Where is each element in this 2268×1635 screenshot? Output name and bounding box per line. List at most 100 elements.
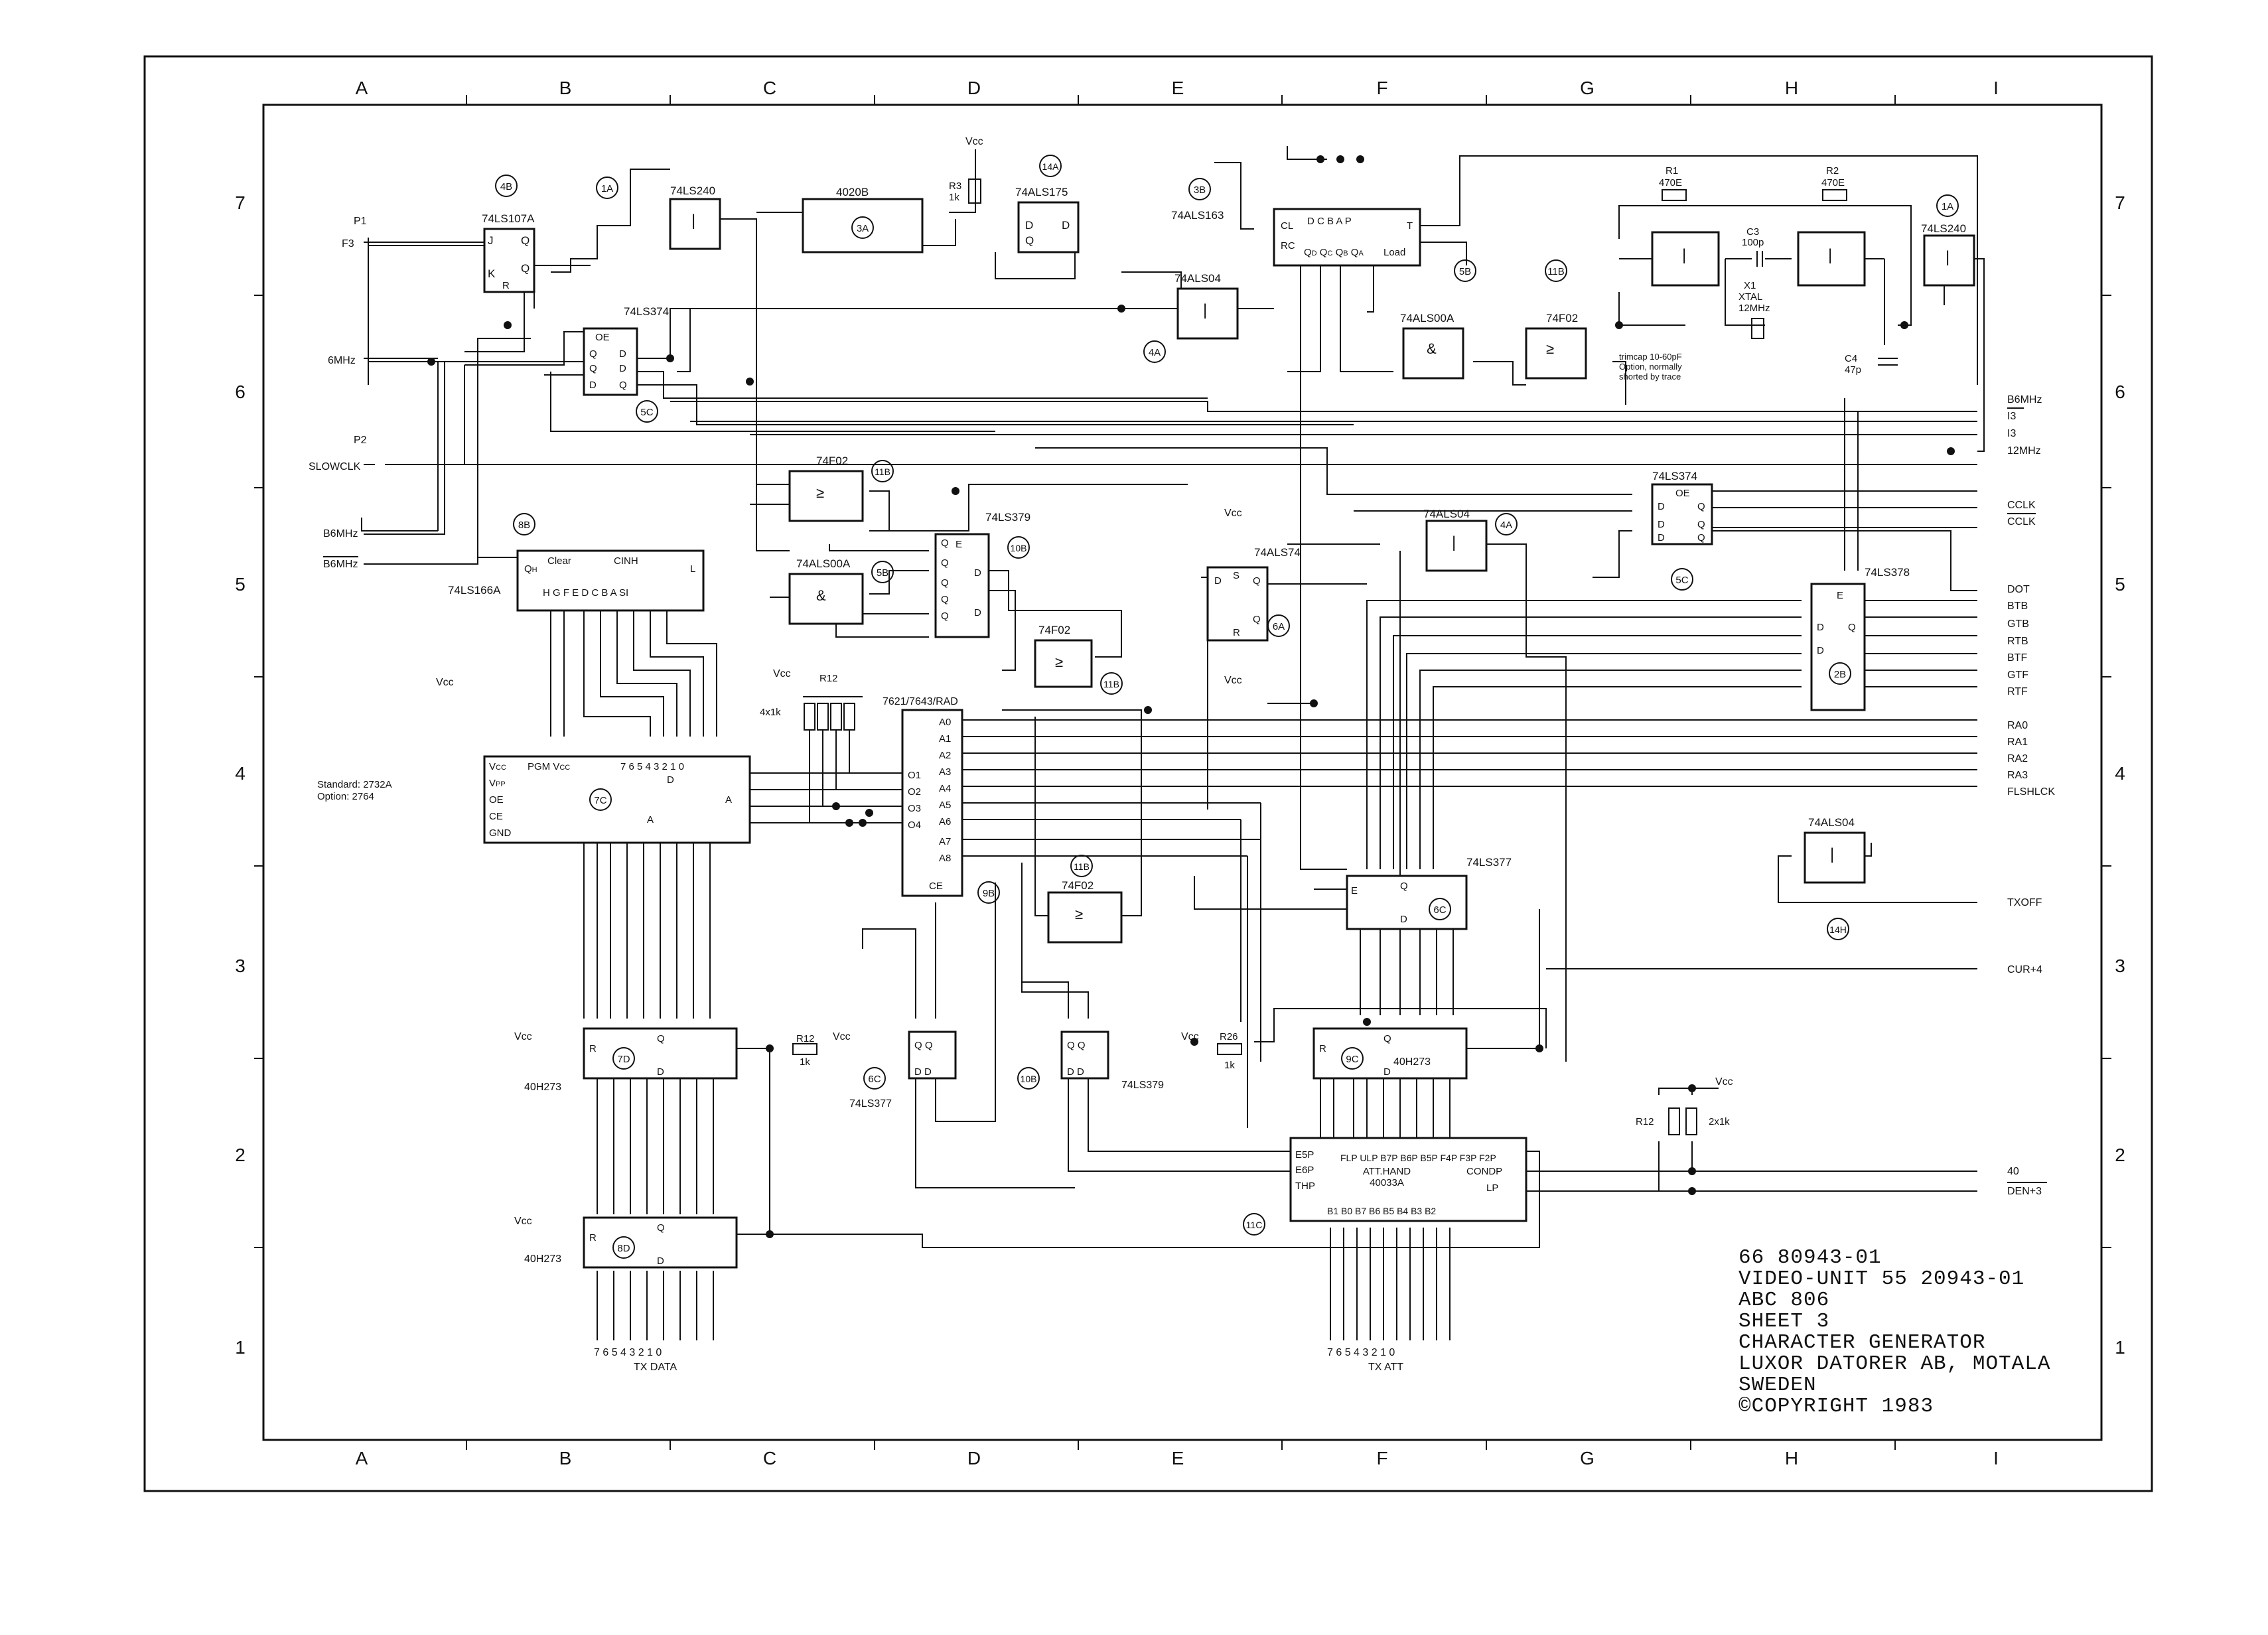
chip-5b-mid-type: 74ALS00A — [796, 557, 851, 570]
chip-7d-type: 40H273 — [524, 1082, 561, 1093]
col-label-f-top: F — [1376, 78, 1387, 98]
svg-text:D: D — [619, 363, 626, 374]
chip-5b-nand-mid: 74ALS00A & 5B — [788, 557, 894, 625]
chip-5b-top-id: 5B — [1459, 266, 1471, 277]
chip-11c-attribute-handler: E5P E6P THP ATT.HAND 40033A CONDP LP FLP… — [1243, 1137, 1527, 1236]
svg-text:Q: Q — [1253, 575, 1261, 587]
svg-text:|: | — [1828, 246, 1832, 264]
chip-5c-register-top: 74LS374 OE Q Q D D D Q 5C — [583, 305, 669, 423]
svg-text:D: D — [1383, 1066, 1391, 1078]
chip-8b-type: 74LS166A — [448, 584, 501, 597]
chip-5b-nand-top: 74ALS00A & — [1400, 312, 1464, 380]
chip-9b-prom: 7621/7643/RAD A0 A1 A2 A3 A4 A5 A6 A7 A8… — [883, 696, 1000, 904]
signal-rtf: RTF — [2007, 686, 2028, 697]
svg-text:Q: Q — [941, 610, 949, 622]
chip-6c-register-upper: 74LS377 E Q D 6C — [1346, 856, 1512, 930]
signal-ra1: RA1 — [2007, 737, 2028, 748]
chip-10b-low-type: 74LS379 — [1121, 1080, 1164, 1091]
svg-text:Q: Q — [589, 348, 597, 360]
svg-text:D: D — [657, 1255, 664, 1267]
svg-text:Q: Q — [657, 1222, 665, 1234]
svg-text:RC: RC — [1281, 240, 1295, 251]
chip-7d-id: 7D — [617, 1054, 630, 1065]
chip-8d-register: Vcc R Q D 8D 40H273 — [514, 1216, 738, 1269]
title-model: ABC 806 — [1738, 1289, 1830, 1312]
col-label-i-bottom: I — [1993, 1448, 1999, 1468]
bottom-bus-labels: TX DATA TX ATT 7 6 5 4 3 2 1 0 7 6 5 4 3… — [594, 1347, 1403, 1373]
chip-7c-eprom: VCC VPP OE CE GND PGM VCC 7 6 5 4 3 2 1 … — [317, 677, 751, 844]
svg-text:O4: O4 — [908, 819, 921, 831]
signal-gtb: GTB — [2007, 618, 2029, 630]
chip-5b-load-label: Load — [1383, 247, 1405, 258]
svg-text:CL: CL — [1281, 220, 1293, 232]
resistor-pack-r12: R12 4x1k Vcc — [760, 668, 855, 731]
title-description: CHARACTER GENERATOR — [1738, 1331, 1986, 1354]
chip-2b-type: 74LS378 — [1865, 566, 1910, 579]
signal-p1: P1 — [354, 216, 367, 227]
chip-11c-id: 11C — [1246, 1220, 1263, 1230]
chip-14a-id: 14A — [1042, 161, 1060, 172]
svg-text:Q: Q — [1400, 881, 1408, 892]
svg-text:CE: CE — [929, 881, 943, 892]
chip-6c-low-type: 74LS377 — [849, 1098, 892, 1109]
col-label-e-bottom: E — [1172, 1448, 1184, 1468]
c3-value: 100p — [1742, 237, 1764, 248]
chip-11b-mid-id: 11B — [875, 466, 890, 477]
svg-text:OE: OE — [595, 332, 610, 343]
svg-text:≥: ≥ — [1055, 654, 1063, 670]
signal-ra3: RA3 — [2007, 770, 2028, 781]
svg-text:VCC: VCC — [489, 761, 506, 772]
svg-text:Q: Q — [657, 1033, 665, 1044]
svg-text:A0: A0 — [939, 717, 951, 728]
chip-6c-id: 6C — [1433, 904, 1446, 916]
col-label-a-bottom: A — [356, 1448, 368, 1468]
r12-pack-id: R12 — [819, 673, 838, 684]
svg-text:PGM VCC: PGM VCC — [528, 761, 570, 772]
svg-text:A: A — [647, 814, 654, 825]
title-copyright: ©COPYRIGHT 1983 — [1738, 1395, 1934, 1418]
vcc-r12-pack: Vcc — [773, 668, 791, 679]
svg-text:|: | — [1452, 533, 1456, 551]
svg-text:&: & — [816, 587, 826, 604]
chip-4b-id: 4B — [500, 181, 512, 192]
row-label-5-right: 5 — [2115, 574, 2125, 595]
chip-5c-right-type: 74LS374 — [1652, 470, 1697, 482]
chip-9c-register: Vcc R26 1k R Q D 9C 40H273 — [1181, 1027, 1468, 1080]
chip-9b-id: 9B — [983, 888, 995, 899]
chip-8b-id: 8B — [518, 520, 530, 531]
signal-b6mhz: B6MHz — [2007, 394, 2042, 405]
trimcap-line1: trimcap 10-60pF — [1619, 352, 1682, 362]
title-drawing-number: 66 80943-01 — [1738, 1246, 1882, 1269]
x1-label: XTAL — [1738, 291, 1762, 303]
resistor-pair-r12: Vcc R12 2x1k — [1636, 1076, 1733, 1135]
svg-text:R: R — [502, 280, 510, 291]
svg-text:A: A — [725, 794, 732, 806]
col-label-c-bottom: C — [763, 1448, 776, 1468]
signal-ra2: RA2 — [2007, 753, 2028, 764]
col-label-b-top: B — [559, 78, 572, 98]
col-label-b-bottom: B — [559, 1448, 572, 1468]
title-unit: VIDEO-UNIT 55 20943-01 — [1738, 1267, 2025, 1291]
chip-14h-inverter: 74ALS04 | 14H — [1804, 816, 1866, 940]
chip-1a-top-type: 74LS240 — [670, 184, 715, 197]
chip-7c-id: 7C — [594, 795, 606, 806]
row-label-4-left: 4 — [235, 763, 246, 784]
chip-11b-mid-type: 74F02 — [816, 455, 848, 467]
vcc-r3: Vcc — [965, 136, 983, 147]
svg-text:R: R — [1233, 627, 1240, 638]
chip-1a-buffer-top: 1A 74LS240 | — [596, 177, 721, 250]
svg-text:D D: D D — [914, 1066, 932, 1078]
svg-text:D: D — [657, 1066, 664, 1078]
svg-text:D: D — [1817, 645, 1824, 656]
wiring — [361, 146, 1985, 1340]
chip-74f02-top-type: 74F02 — [1546, 312, 1578, 324]
r12-single-id: R12 — [796, 1033, 815, 1044]
svg-text:E6P: E6P — [1295, 1165, 1314, 1176]
r2-value: 470E — [1821, 177, 1845, 188]
col-label-i-top: I — [1993, 78, 1999, 98]
row-label-4-right: 4 — [2115, 763, 2125, 784]
title-company: LUXOR DATORER AB, MOTALA — [1738, 1352, 2051, 1376]
signal-12mhz: 12MHz — [2007, 445, 2041, 457]
signal-btb: BTB — [2007, 601, 2028, 612]
svg-text:D: D — [589, 380, 597, 391]
